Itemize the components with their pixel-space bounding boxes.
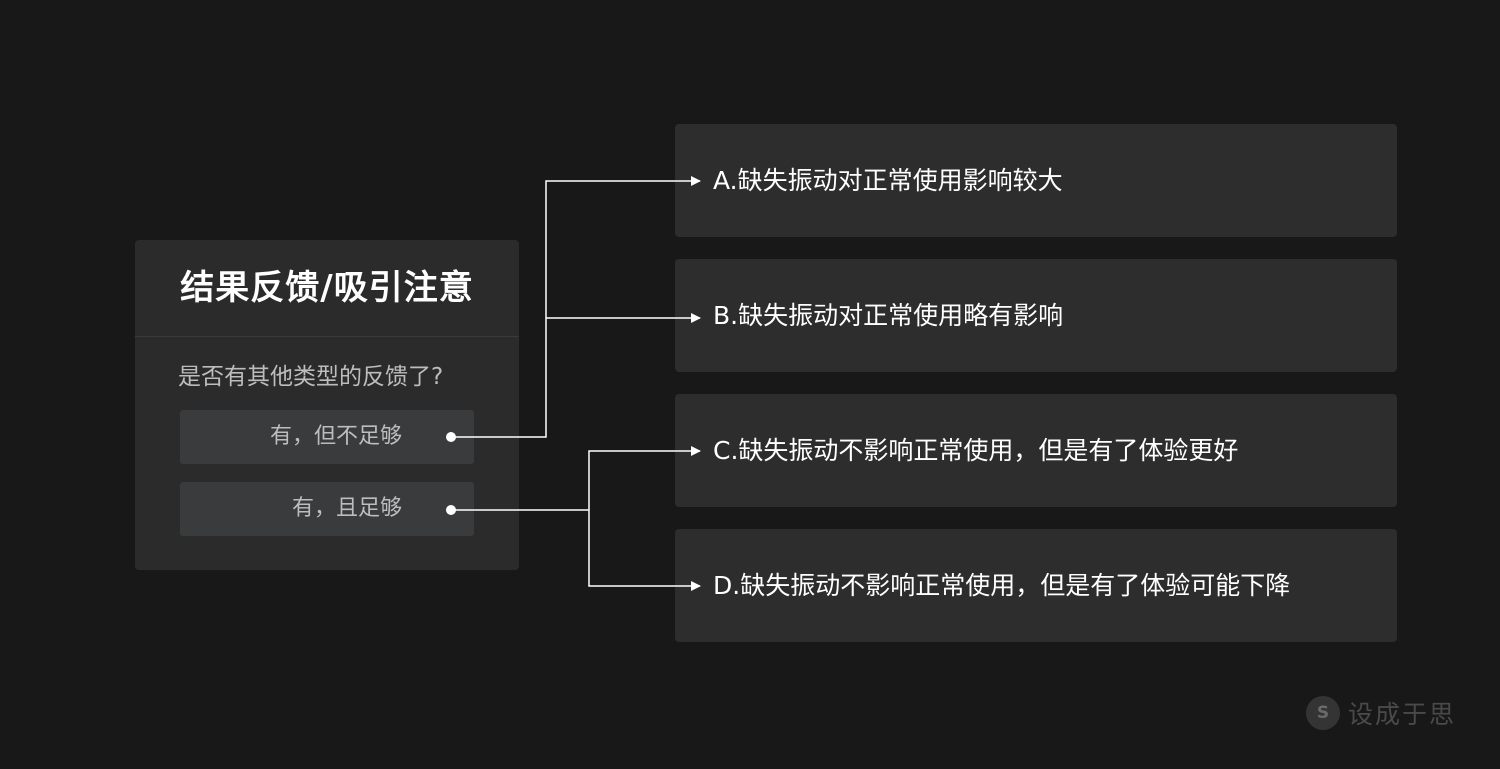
card-title: 结果反馈/吸引注意: [180, 268, 474, 308]
answer-label: 有，但不足够: [269, 424, 402, 449]
option-d-box[interactable]: D.缺失振动不影响正常使用，但是有了体验可能下降: [675, 529, 1397, 642]
option-b-label: B.缺失振动对正常使用略有影响: [713, 301, 1064, 330]
option-a-label: A.缺失振动对正常使用影响较大: [713, 166, 1063, 195]
title-divider: [135, 336, 519, 337]
option-a-box[interactable]: A.缺失振动对正常使用影响较大: [675, 124, 1397, 237]
watermark-text: 设成于思: [1347, 700, 1456, 729]
answer-enough-button[interactable]: 有，且足够: [180, 482, 474, 536]
watermark: S 设成于思: [1305, 695, 1456, 731]
answer-not-enough-button[interactable]: 有，但不足够: [180, 410, 474, 464]
option-d-label: D.缺失振动不影响正常使用，但是有了体验可能下降: [713, 571, 1291, 600]
question-card: 结果反馈/吸引注意 是否有其他类型的反馈了? 有，但不足够 有，且足够: [135, 240, 519, 570]
question-text: 是否有其他类型的反馈了?: [178, 364, 444, 390]
watermark-logo-icon: S: [1305, 696, 1340, 730]
option-b-box[interactable]: B.缺失振动对正常使用略有影响: [675, 259, 1397, 372]
answer-label: 有，且足够: [291, 496, 402, 521]
option-c-label: C.缺失振动不影响正常使用，但是有了体验更好: [713, 436, 1239, 465]
option-c-box[interactable]: C.缺失振动不影响正常使用，但是有了体验更好: [675, 394, 1397, 507]
